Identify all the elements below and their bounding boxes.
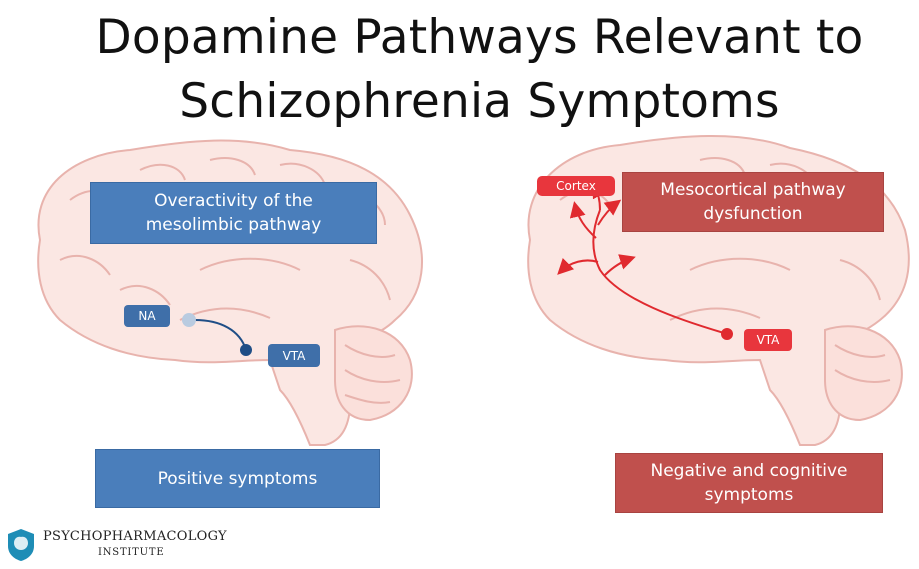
vta-label-left-text: VTA	[282, 348, 306, 363]
title-line-1: Dopamine Pathways Relevant to	[95, 10, 864, 65]
cortex-label-text: Cortex	[556, 179, 596, 193]
psychopharmacology-logo: PSYCHOPHARMACOLOGY INSTITUTE	[6, 526, 266, 566]
mesolimbic-label-text: Overactivity of the mesolimbic pathway	[145, 191, 322, 235]
positive-symptoms-box: Positive symptoms	[95, 449, 380, 508]
negative-symptoms-text: Negative and cognitive symptoms	[650, 461, 848, 505]
brain-shield-icon	[8, 529, 34, 561]
positive-symptoms-text: Positive symptoms	[157, 468, 318, 489]
mesocortical-dysfunction-label: Mesocortical pathway dysfunction	[622, 172, 884, 232]
vta-label-right-text: VTA	[756, 333, 780, 347]
title-line-2: Schizophrenia Symptoms	[179, 74, 780, 129]
logo-sub: INSTITUTE	[98, 547, 165, 558]
vta-label-right: VTA	[744, 329, 792, 351]
mesolimbic-pathway	[182, 313, 252, 356]
mesocortical-pathway	[557, 181, 725, 334]
na-label-text: NA	[138, 309, 156, 323]
negative-cognitive-symptoms-box: Negative and cognitive symptoms	[615, 453, 883, 513]
vta-label-left: VTA	[268, 344, 320, 367]
mesocortical-label-text: Mesocortical pathway dysfunction	[660, 180, 846, 224]
na-label: NA	[124, 305, 170, 327]
cortex-label: Cortex	[537, 176, 615, 196]
slide-title: Dopamine Pathways Relevant to Schizophre…	[0, 6, 919, 134]
logo-name: PSYCHOPHARMACOLOGY	[43, 529, 227, 544]
vta-dot-right	[721, 328, 733, 340]
mesolimbic-overactivity-label: Overactivity of the mesolimbic pathway	[90, 182, 377, 244]
